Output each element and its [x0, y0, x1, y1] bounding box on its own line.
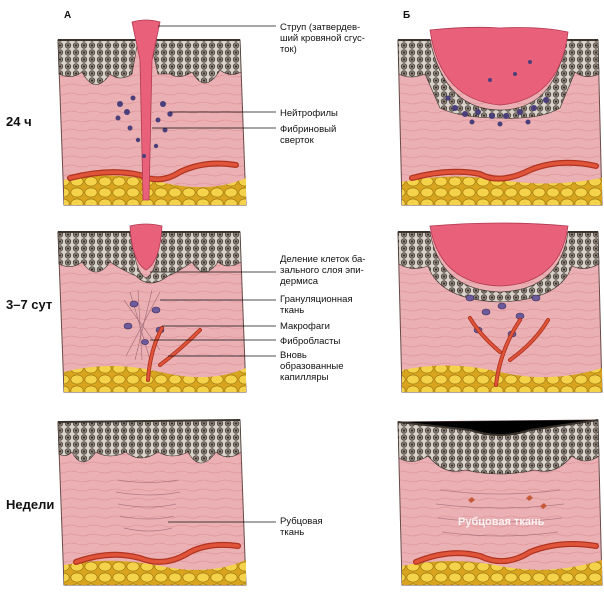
annotation-scar-tissue: Рубцовая ткань — [280, 516, 325, 538]
scab-small — [129, 223, 163, 271]
neutrophil-cluster — [115, 95, 173, 158]
annotation-macrophages: Макрофаги — [280, 321, 330, 332]
skin-block-a-3-7d — [57, 223, 247, 393]
skin-block-b-weeks: Рубцовая ткань — [397, 419, 603, 586]
scab-wedge — [131, 19, 161, 201]
annotation-basal-division: Деление клеток ба- зального слоя эпи- де… — [280, 254, 368, 287]
time-label-24h: 24 ч — [6, 114, 32, 129]
skin-block-a-weeks — [57, 419, 247, 586]
annotation-neutrophils: Нейтрофилы — [280, 108, 338, 119]
scar-tissue-label: Рубцовая ткань — [458, 516, 545, 528]
annotation-capillaries: Вновь образованные капилляры — [280, 350, 346, 383]
annotation-granulation: Грануляционная ткань — [280, 294, 355, 316]
panel-letter-b: Б — [403, 10, 410, 21]
panel-letter-a: А — [64, 10, 71, 21]
annotation-fibrin-clot: Фибриновый сверток — [280, 124, 339, 146]
skin-block-b-24h — [397, 26, 603, 206]
annotations-row2: Деление клеток ба- зального слоя эпи- де… — [150, 254, 368, 383]
scab-wound-b2 — [429, 222, 569, 287]
skin-block-a-24h — [57, 19, 247, 206]
skin-block-b-3-7d — [397, 222, 603, 393]
time-label-3-7d: 3–7 сут — [6, 297, 52, 312]
annotations-row3: Рубцовая ткань — [168, 516, 325, 538]
annotation-fibroblasts: Фибробласты — [280, 336, 340, 347]
annotation-scab: Струп (затвердев- ший кровяной сгус- ток… — [280, 22, 368, 55]
annotations-row1: Струп (затвердев- ший кровяной сгус- ток… — [152, 22, 368, 146]
scab-wound — [429, 26, 569, 106]
time-label-weeks: Недели — [6, 497, 54, 512]
